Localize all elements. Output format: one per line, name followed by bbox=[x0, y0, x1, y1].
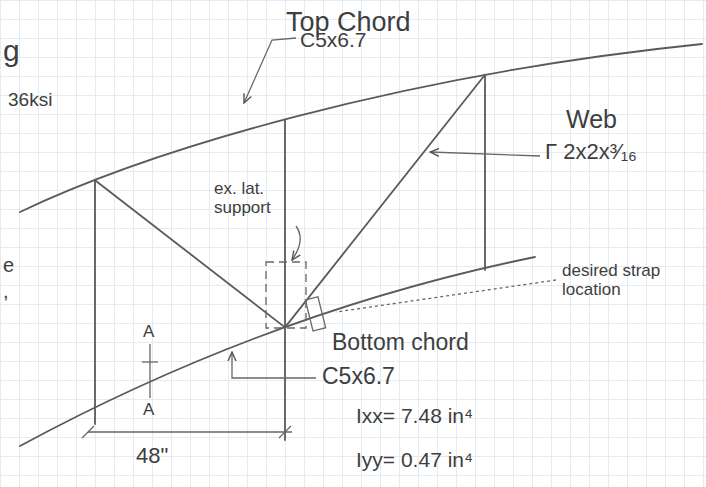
vertical-member bbox=[484, 75, 486, 270]
label: Bottom chord bbox=[332, 330, 469, 355]
section-cut bbox=[142, 361, 158, 362]
dimension-line bbox=[88, 431, 292, 432]
label: Iyy= 0.47 in⁴ bbox=[356, 448, 473, 471]
label: Ixx= 7.48 in⁴ bbox=[356, 404, 473, 427]
leader-line bbox=[336, 280, 556, 312]
vertical-member bbox=[284, 120, 286, 440]
section-cut bbox=[149, 344, 150, 398]
strap bbox=[305, 297, 325, 331]
label: 48" bbox=[136, 444, 168, 468]
label: C5x6.7 bbox=[322, 364, 395, 389]
leader-line bbox=[292, 226, 300, 260]
lateral-support bbox=[266, 262, 306, 328]
label: g bbox=[3, 34, 20, 67]
label: ex. lat. support bbox=[214, 180, 310, 217]
web-member bbox=[285, 75, 485, 328]
label: desired strap location bbox=[562, 262, 700, 299]
bottom-chord bbox=[20, 257, 535, 446]
label: 36ksi bbox=[8, 90, 52, 111]
leader-line bbox=[232, 352, 316, 378]
label: Γ 2x2x³⁄₁₆ bbox=[545, 140, 637, 164]
leader-line bbox=[430, 152, 540, 156]
dimension-tick bbox=[279, 426, 291, 438]
vertical-member bbox=[94, 180, 96, 424]
label: Web bbox=[566, 106, 617, 134]
label: A bbox=[143, 323, 154, 342]
label: A bbox=[143, 401, 154, 420]
label: e bbox=[3, 254, 14, 276]
label: , bbox=[3, 280, 9, 302]
top-chord bbox=[20, 44, 702, 212]
label: C5x6.7 bbox=[300, 28, 367, 51]
dimension-tick bbox=[82, 426, 94, 438]
leader-line bbox=[244, 38, 296, 103]
